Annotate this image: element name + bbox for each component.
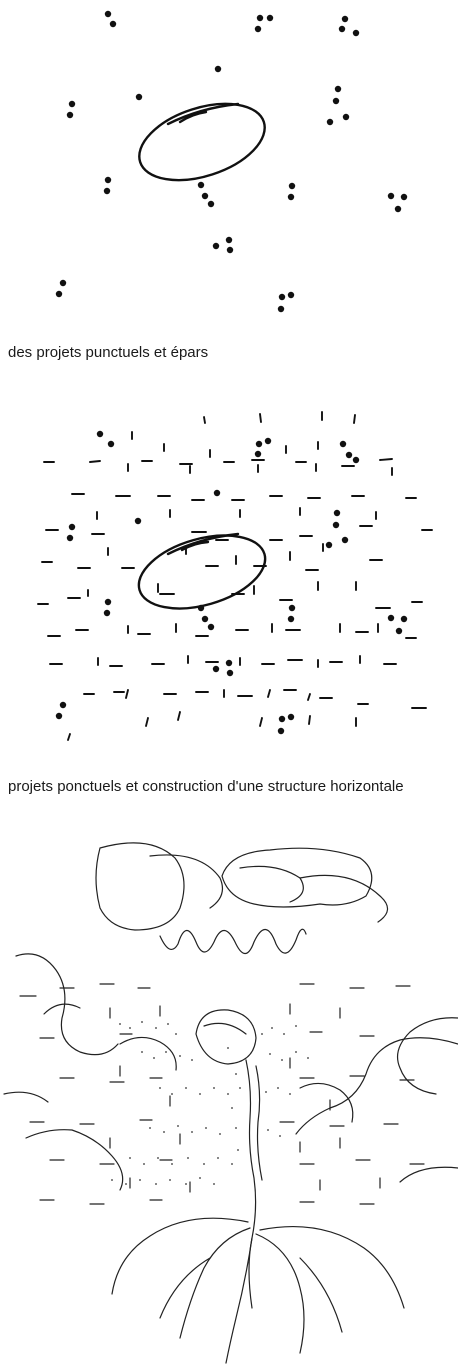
central-project-ellipse	[130, 90, 275, 195]
dot-clusters	[56, 11, 407, 312]
sketch-2-drawing	[0, 372, 458, 772]
stipple-texture	[111, 1021, 309, 1185]
sketch-scattered-projects	[0, 0, 458, 340]
sketch-horizontal-structure	[0, 372, 458, 772]
structure-dashes	[38, 412, 432, 740]
organic-outlines	[4, 843, 458, 1363]
sketch-organic-growth	[0, 838, 458, 1368]
caption-horizontal-structure: projets ponctuels et construction d'une …	[8, 777, 448, 796]
sketch-3-drawing	[0, 838, 458, 1368]
sketch-1-drawing	[0, 0, 458, 340]
caption-scattered-projects: des projets punctuels et épars	[8, 343, 448, 362]
central-project-ellipse	[130, 522, 273, 621]
structure-dashes	[20, 984, 424, 1204]
dot-clusters	[56, 431, 407, 734]
